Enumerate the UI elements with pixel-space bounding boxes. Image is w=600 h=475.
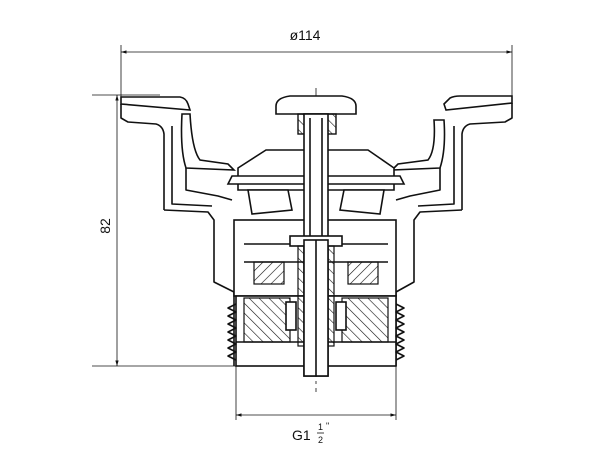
thread-fraction-num: 1	[318, 422, 323, 432]
thread-dimension: G1 1 2 "	[235, 360, 397, 445]
top-diameter-dimension: ø114	[120, 27, 513, 102]
thread-fraction-den: 2	[318, 435, 323, 445]
height-dimension: 82	[92, 94, 240, 367]
stopper-plug	[226, 95, 406, 377]
thread-inch-mark: "	[326, 421, 329, 431]
top-diameter-label: ø114	[290, 27, 321, 43]
thread-label: G1	[292, 427, 311, 443]
height-label: 82	[97, 218, 113, 234]
